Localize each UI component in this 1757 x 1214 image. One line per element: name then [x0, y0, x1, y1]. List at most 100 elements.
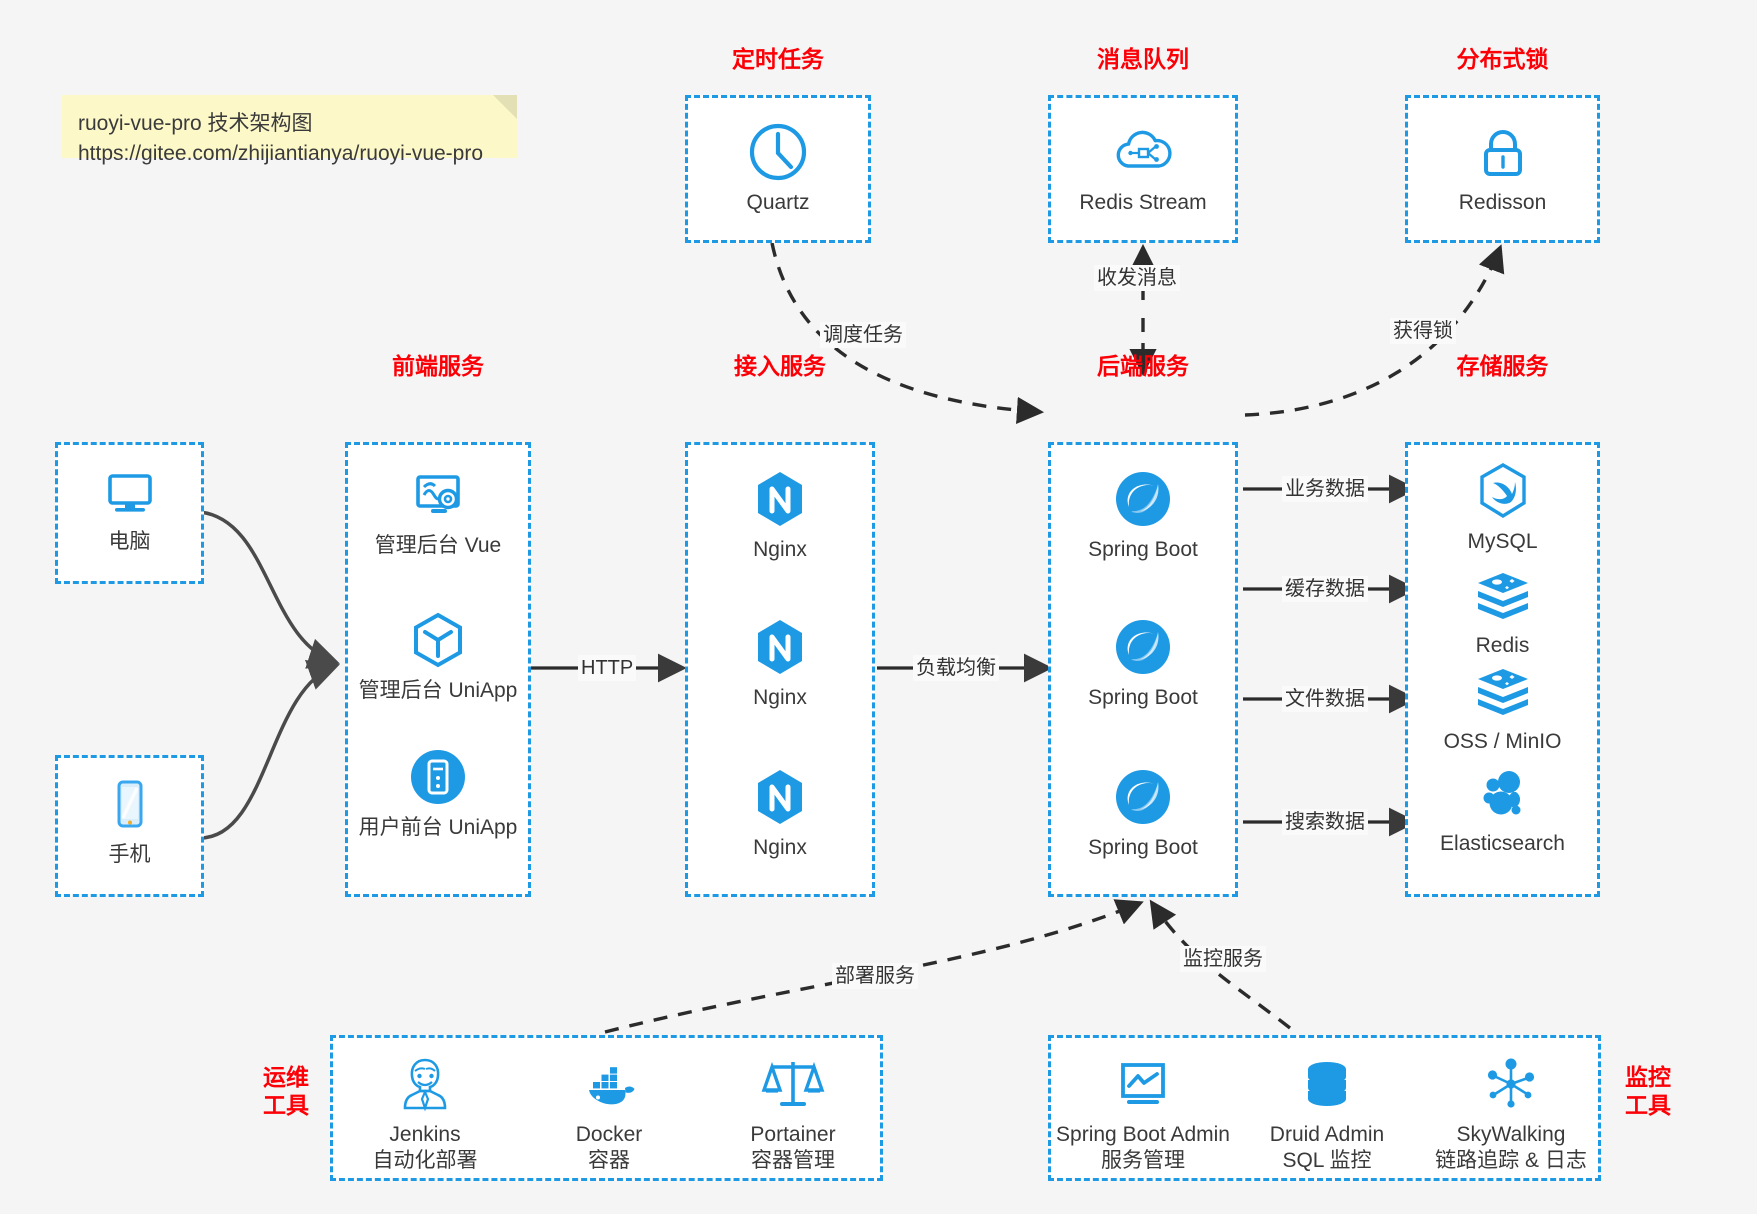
- node-mysql[interactable]: MySQL: [1408, 459, 1597, 555]
- node-sublabel: 服务管理: [1101, 1149, 1185, 1172]
- node-nginx-1[interactable]: Nginx: [688, 467, 872, 563]
- node-sublabel: 自动化部署: [372, 1149, 478, 1172]
- skywalking-node-icon: [1487, 1058, 1535, 1108]
- group-title-gateway: 接入服务: [734, 353, 826, 379]
- note-line-2: https://gitee.com/zhijiantianya/ruoyi-vu…: [78, 142, 484, 165]
- node-label: 电脑: [108, 530, 151, 553]
- nginx-icon: [758, 770, 802, 824]
- node-spring-boot-admin[interactable]: Spring Boot Admin 服务管理: [1051, 1052, 1235, 1174]
- node-phone[interactable]: 手机: [58, 772, 201, 868]
- node-label: Nginx: [753, 686, 807, 709]
- scales-icon: [761, 1061, 825, 1106]
- group-title-monitor-line2: 工具: [1625, 1092, 1671, 1118]
- redis-stack-icon: [1477, 573, 1528, 619]
- note-fold-corner: [493, 95, 517, 119]
- node-label: Spring Boot: [1088, 836, 1198, 859]
- group-title-storage: 存储服务: [1456, 353, 1549, 379]
- node-redis[interactable]: Redis: [1408, 563, 1597, 659]
- node-spring-boot-2[interactable]: Spring Boot: [1051, 615, 1235, 711]
- node-label: Druid Admin: [1269, 1123, 1385, 1146]
- node-elasticsearch[interactable]: Elasticsearch: [1408, 761, 1597, 857]
- group-title-monitor: 监控 工具: [1612, 1063, 1684, 1119]
- node-label: Docker: [575, 1123, 643, 1146]
- node-admin-vue[interactable]: 管理后台 Vue: [348, 463, 528, 559]
- node-label: Jenkins: [389, 1123, 461, 1146]
- group-box-scheduler: Quartz: [685, 95, 871, 243]
- node-spring-boot-1[interactable]: Spring Boot: [1051, 467, 1235, 563]
- edge-label-search-data: 搜索数据: [1282, 809, 1368, 835]
- group-title-monitor-line1: 监控: [1625, 1064, 1671, 1090]
- node-label: Nginx: [753, 538, 807, 561]
- edge-label-cache-data: 缓存数据: [1282, 576, 1368, 602]
- note-line-1: ruoyi-vue-pro 技术架构图: [78, 112, 313, 135]
- title-note: ruoyi-vue-pro 技术架构图 https://gitee.com/zh…: [62, 95, 517, 165]
- group-title-frontend: 前端服务: [392, 353, 484, 379]
- node-portainer[interactable]: Portainer 容器管理: [701, 1052, 885, 1174]
- group-title-mq: 消息队列: [1097, 46, 1189, 72]
- node-docker[interactable]: Docker 容器: [517, 1052, 701, 1174]
- node-label: SkyWalking: [1456, 1123, 1566, 1146]
- desktop-icon: [107, 474, 152, 512]
- edge-label-business-data: 业务数据: [1282, 476, 1368, 502]
- node-sublabel: 容器: [588, 1149, 630, 1172]
- node-label: 手机: [108, 843, 151, 866]
- node-label: Spring Boot Admin: [1056, 1123, 1230, 1146]
- group-box-devops: Jenkins 自动化部署 Docker 容器: [330, 1035, 883, 1181]
- node-nginx-3[interactable]: Nginx: [688, 765, 872, 861]
- nginx-icon: [758, 620, 802, 674]
- node-label: Redis: [1475, 634, 1530, 657]
- spring-leaf-icon: [1116, 472, 1170, 526]
- node-redis-stream[interactable]: Redis Stream: [1051, 120, 1235, 216]
- node-jenkins[interactable]: Jenkins 自动化部署: [333, 1052, 517, 1174]
- group-title-devops-line1: 运维: [263, 1064, 309, 1090]
- node-label: OSS / MinIO: [1443, 730, 1562, 753]
- node-oss-minio[interactable]: OSS / MinIO: [1408, 659, 1597, 755]
- group-box-client-pc: 电脑: [55, 442, 204, 584]
- group-box-lock: Redisson: [1405, 95, 1600, 243]
- node-sublabel: SQL 监控: [1282, 1149, 1372, 1172]
- spring-leaf-icon: [1116, 770, 1170, 824]
- dashboard-gear-icon: [416, 475, 460, 513]
- node-skywalking[interactable]: SkyWalking 链路追踪 & 日志: [1419, 1052, 1603, 1174]
- node-pc[interactable]: 电脑: [58, 459, 201, 555]
- jenkins-butler-icon: [403, 1058, 447, 1112]
- elasticsearch-icon: [1483, 771, 1520, 815]
- group-box-storage: MySQL Redis OSS / MinIO: [1405, 442, 1600, 897]
- group-box-gateway: Nginx Nginx Nginx: [685, 442, 875, 897]
- node-label: Spring Boot: [1088, 686, 1198, 709]
- node-quartz[interactable]: Quartz: [688, 120, 868, 216]
- mysql-dolphin-icon: [1479, 463, 1526, 518]
- edge-label-monitor-service: 监控服务: [1180, 946, 1266, 972]
- monitor-chart-icon: [1121, 1063, 1165, 1104]
- edge-label-deploy-service: 部署服务: [832, 963, 918, 989]
- node-redisson[interactable]: Redisson: [1408, 120, 1597, 216]
- group-box-monitor: Spring Boot Admin 服务管理 Druid Admin SQL 监…: [1048, 1035, 1601, 1181]
- edge-phone-to-frontend: [199, 660, 340, 840]
- node-label: Redisson: [1458, 191, 1547, 214]
- node-druid-admin[interactable]: Druid Admin SQL 监控: [1235, 1052, 1419, 1174]
- group-box-frontend: 管理后台 Vue 管理后台 UniApp 用户前台 UniApp: [345, 442, 531, 897]
- group-title-scheduler: 定时任务: [732, 46, 824, 72]
- padlock-icon: [1483, 130, 1522, 176]
- node-label: MySQL: [1467, 530, 1538, 553]
- redis-stack-icon: [1477, 669, 1528, 715]
- node-sublabel: 链路追踪 & 日志: [1435, 1149, 1587, 1172]
- edge-schedule-task: [770, 242, 1045, 425]
- node-label: 管理后台 Vue: [374, 534, 502, 557]
- node-nginx-2[interactable]: Nginx: [688, 615, 872, 711]
- group-title-lock: 分布式锁: [1456, 46, 1549, 72]
- node-label: Nginx: [753, 836, 807, 859]
- spring-leaf-icon: [1116, 620, 1170, 674]
- edge-acquire-lock: [1244, 244, 1505, 417]
- edge-label-file-data: 文件数据: [1282, 686, 1368, 712]
- node-label: 管理后台 UniApp: [358, 679, 518, 702]
- group-title-devops: 运维 工具: [250, 1063, 322, 1119]
- group-box-mq: Redis Stream: [1048, 95, 1238, 243]
- group-box-backend: Spring Boot Spring Boot Spring Boot: [1048, 442, 1238, 897]
- node-admin-uniapp[interactable]: 管理后台 UniApp: [348, 608, 528, 704]
- node-user-uniapp[interactable]: 用户前台 UniApp: [348, 745, 528, 841]
- group-title-devops-line2: 工具: [263, 1092, 309, 1118]
- group-title-backend: 后端服务: [1097, 353, 1189, 379]
- node-spring-boot-3[interactable]: Spring Boot: [1051, 765, 1235, 861]
